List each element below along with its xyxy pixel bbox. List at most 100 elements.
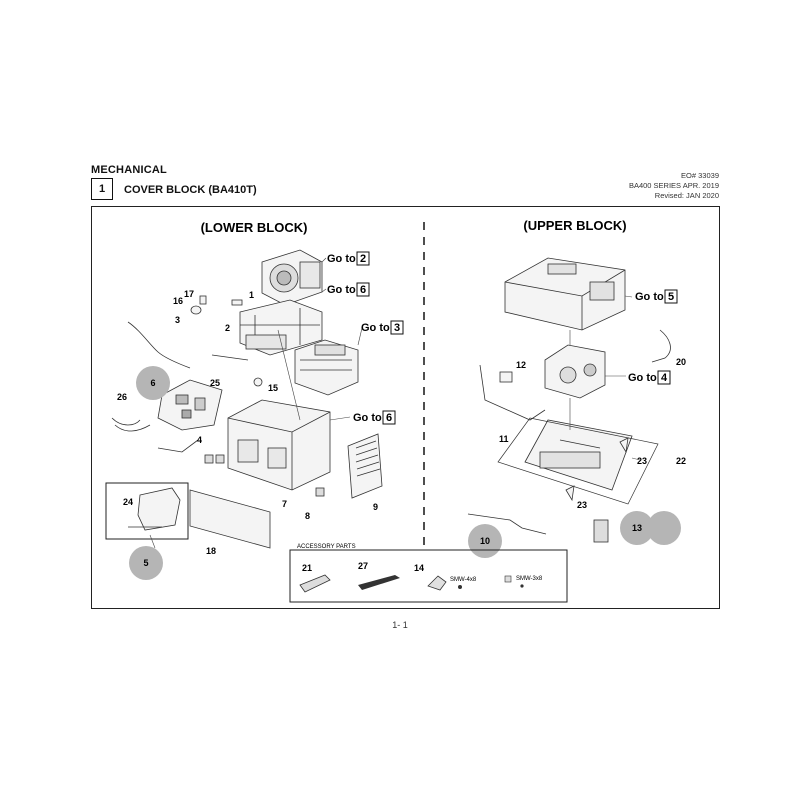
block-number-box: 1 [91, 178, 113, 200]
part-label-16: 16 [173, 296, 183, 306]
part-block-a-drawing [204, 454, 214, 464]
doc-series-date: BA400 SERIES APR. 2019 [628, 181, 719, 190]
part-label-11: 11 [499, 434, 509, 444]
part-16-drawing [190, 305, 202, 315]
part-24-drawing [137, 487, 181, 531]
screw-label-a: SMW-4x8 [450, 577, 477, 583]
cable-4-drawing [157, 439, 199, 453]
part-15-drawing [253, 377, 263, 387]
goto-4-number: 4 [661, 372, 668, 384]
callout-13-extra-circle [647, 511, 681, 545]
upper-block-parts [467, 257, 671, 543]
doc-number: EO# 33039 [681, 171, 719, 180]
part-label-2: 2 [225, 323, 230, 333]
goto-2-number: 2 [360, 253, 366, 265]
part-27-drawing [358, 575, 400, 590]
part-label-4: 4 [197, 435, 202, 445]
main-pcb-drawing [157, 379, 223, 431]
top-cover-drawing [504, 257, 626, 331]
part-label-27: 27 [358, 561, 368, 571]
part-14-drawing [427, 575, 447, 591]
callout-6-circle [136, 366, 170, 400]
callout-10-label: 10 [480, 536, 490, 546]
base-cabinet-drawing [227, 399, 331, 491]
cable-3-drawing [127, 321, 191, 369]
part-label-3: 3 [175, 315, 180, 325]
part-20-cable-drawing [651, 329, 671, 363]
part-label-22: 22 [676, 456, 686, 466]
part-label-8: 8 [305, 511, 310, 521]
goto-3-number: 3 [394, 322, 400, 334]
part-label-14: 14 [414, 563, 424, 573]
part-small-block-drawing [504, 575, 512, 583]
part-label-17: 17 [184, 289, 194, 299]
part-25-drawing [211, 354, 249, 361]
chassis-frame-drawing [239, 299, 323, 356]
part-10-cable-drawing [467, 513, 547, 535]
upper-mechanism-drawing [544, 344, 606, 399]
part-block-b-drawing [215, 454, 225, 464]
callout-6-label: 6 [150, 378, 155, 388]
part-12-drawing [499, 371, 513, 383]
callout-13-label: 13 [632, 523, 642, 533]
accessory-parts-box: ACCESSORY PARTS 21 27 14 SMW-4x8 SMW-3x8 [289, 544, 568, 603]
part-label-23b: 23 [577, 500, 587, 510]
side-panel-drawing [347, 433, 383, 499]
part-label-26: 26 [117, 392, 127, 402]
goto-6b-number: 6 [386, 412, 392, 424]
part-11-cable-drawing [479, 364, 546, 421]
part-label-15: 15 [268, 383, 278, 393]
callout-5-circle [129, 546, 163, 580]
callout-5-label: 5 [143, 558, 148, 568]
top-mechanism-drawing [261, 249, 323, 306]
goto-3-label: Go to [361, 322, 390, 334]
part-21-drawing [299, 574, 331, 593]
part-label-20: 20 [676, 357, 686, 367]
part-8-drawing [315, 487, 325, 497]
part-label-9: 9 [373, 502, 378, 512]
goto-6a-label: Go to [327, 284, 356, 296]
screw-label-b: SMW-3x8 [516, 576, 543, 582]
screw-a-drawing [458, 585, 462, 589]
front-panel-drawing [189, 489, 271, 549]
lower-block-parts [105, 249, 383, 549]
goto-6b-label: Go to [353, 412, 382, 424]
accessory-title: ACCESSORY PARTS [297, 544, 356, 550]
doc-revised-date: Revised: JAN 2020 [654, 191, 719, 200]
ribbon-mechanism-drawing [294, 339, 359, 396]
section-label: MECHANICAL [91, 164, 167, 176]
part-label-23a: 23 [637, 456, 647, 466]
part-13-drawing [593, 519, 609, 543]
part-number-labels: 17 16 1 3 2 25 15 26 4 7 8 9 24 18 12 11… [117, 289, 686, 556]
part-1-drawing [231, 299, 243, 306]
block-title: COVER BLOCK (BA410T) [124, 184, 257, 196]
goto-4-label: Go to [628, 372, 657, 384]
diagram-frame [91, 206, 720, 609]
lower-leader-lines [149, 257, 363, 549]
part-22-outline [497, 417, 659, 505]
upper-block-title: (UPPER BLOCK) [523, 218, 626, 233]
part-label-25: 25 [210, 378, 220, 388]
circled-callouts: 6 5 10 13 [129, 366, 681, 580]
callout-13-circle [620, 511, 654, 545]
inset-box [105, 482, 189, 540]
part-label-12: 12 [516, 360, 526, 370]
goto-5-number: 5 [668, 291, 674, 303]
goto-references: Go to 2 Go to 6 Go to 3 Go to 6 Go to 5 … [327, 251, 678, 425]
goto-5-label: Go to [635, 291, 664, 303]
cable-26-drawing [111, 417, 151, 432]
goto-2-label: Go to [327, 253, 356, 265]
upper-leader-lines [569, 295, 641, 461]
part-label-18: 18 [206, 546, 216, 556]
part-label-24: 24 [123, 497, 133, 507]
page-number: 1- 1 [392, 620, 408, 630]
part-label-7: 7 [282, 499, 287, 509]
part-17-drawing [199, 295, 207, 305]
part-23b-drawing [565, 485, 575, 502]
lower-block-title: (LOWER BLOCK) [201, 220, 308, 235]
bottom-base-drawing [524, 419, 633, 491]
part-label-1: 1 [249, 290, 254, 300]
screw-b-drawing [520, 584, 524, 588]
part-23a-drawing [619, 437, 629, 454]
